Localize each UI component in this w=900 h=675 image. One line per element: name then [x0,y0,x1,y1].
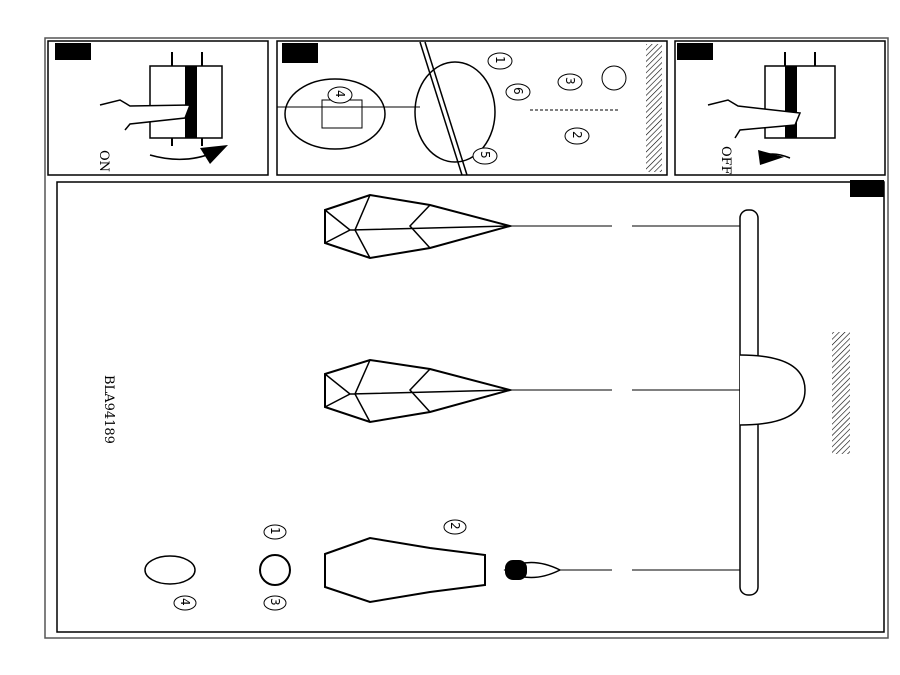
ring-icon [259,554,291,586]
canopy-icon [414,61,496,163]
shade-ring-icon [144,555,196,585]
step-4: 4 [333,90,347,98]
terminal-block-icon [764,52,836,139]
step-3: 3 [563,77,577,85]
wall-icon [832,332,850,454]
screwdriver-icon [601,65,627,91]
wall-icon [646,44,662,172]
panel-number-badge [282,43,318,63]
panel-main: 1 2 3 4 BLA94189 [56,180,885,633]
panel-switch-on: ON [47,40,269,176]
outer-border [44,37,889,639]
pendant-cages [324,193,740,604]
hand-icon [99,99,192,131]
canopy-icon [739,354,806,426]
rod-icon [419,41,463,176]
panel-number-badge [55,43,91,60]
bulb-icon [505,560,527,580]
step-6: 6 [511,87,525,95]
panel-number-badge [850,180,884,197]
terminal-detail-icon [284,78,386,150]
step-5: 5 [478,151,492,159]
panel-number-badge [677,43,713,60]
step-1: 1 [493,56,507,64]
panel-mounting: 1 2 3 4 5 6 [276,40,668,176]
switch-on-label: ON [96,150,111,172]
pendant-2 [324,358,740,424]
step-2: 2 [570,131,584,139]
arrow-icon [758,150,784,165]
main-step-4: 4 [178,598,192,606]
main-step-3: 3 [268,598,282,606]
pendant-3 [324,536,740,604]
model-code: BLA94189 [101,375,116,444]
switch-off-label: OFF [718,146,733,175]
main-step-2: 2 [448,522,462,530]
hand-icon [707,99,802,139]
pendant-1 [324,193,740,260]
terminal-block-icon [149,52,223,146]
panel-switch-off: OFF [674,40,886,176]
main-step-1: 1 [268,527,282,535]
